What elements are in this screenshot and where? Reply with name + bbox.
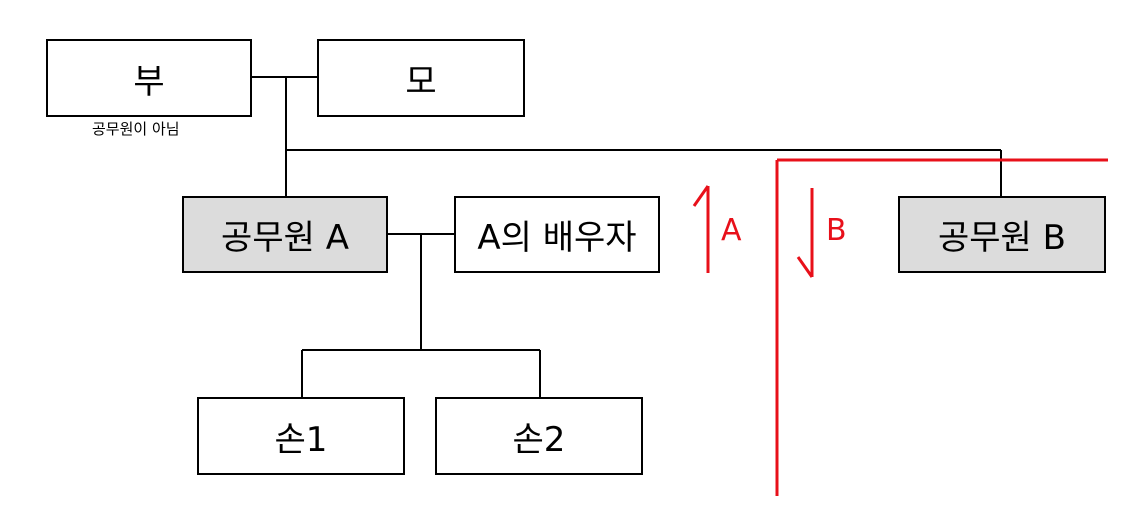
- node-grandchild2: 손2: [435, 397, 643, 475]
- arrow-up-icon: [692, 185, 710, 273]
- node-grandchild2-label: 손2: [512, 419, 566, 460]
- node-official-b-label: 공무원 B: [938, 218, 1066, 258]
- node-spouse-a: A의 배우자: [454, 196, 660, 273]
- arrow-down-icon: [796, 188, 814, 278]
- node-official-a: 공무원 A: [182, 196, 388, 273]
- node-official-a-label: 공무원 A: [221, 218, 349, 258]
- connector-lines: [251, 76, 1002, 397]
- red-boundary-line: [775, 158, 1108, 496]
- arrow-down-label: B: [826, 213, 847, 248]
- node-mother: 모: [317, 39, 525, 117]
- node-grandchild1: 손1: [197, 397, 405, 475]
- father-note: 공무원이 아님: [92, 120, 180, 138]
- node-father: 부: [46, 39, 252, 117]
- node-official-b: 공무원 B: [898, 196, 1106, 273]
- arrow-up-label: A: [721, 213, 742, 248]
- node-mother-label: 모: [405, 61, 437, 102]
- node-grandchild1-label: 손1: [274, 419, 328, 460]
- node-spouse-a-label: A의 배우자: [477, 218, 637, 258]
- node-father-label: 부: [133, 61, 165, 102]
